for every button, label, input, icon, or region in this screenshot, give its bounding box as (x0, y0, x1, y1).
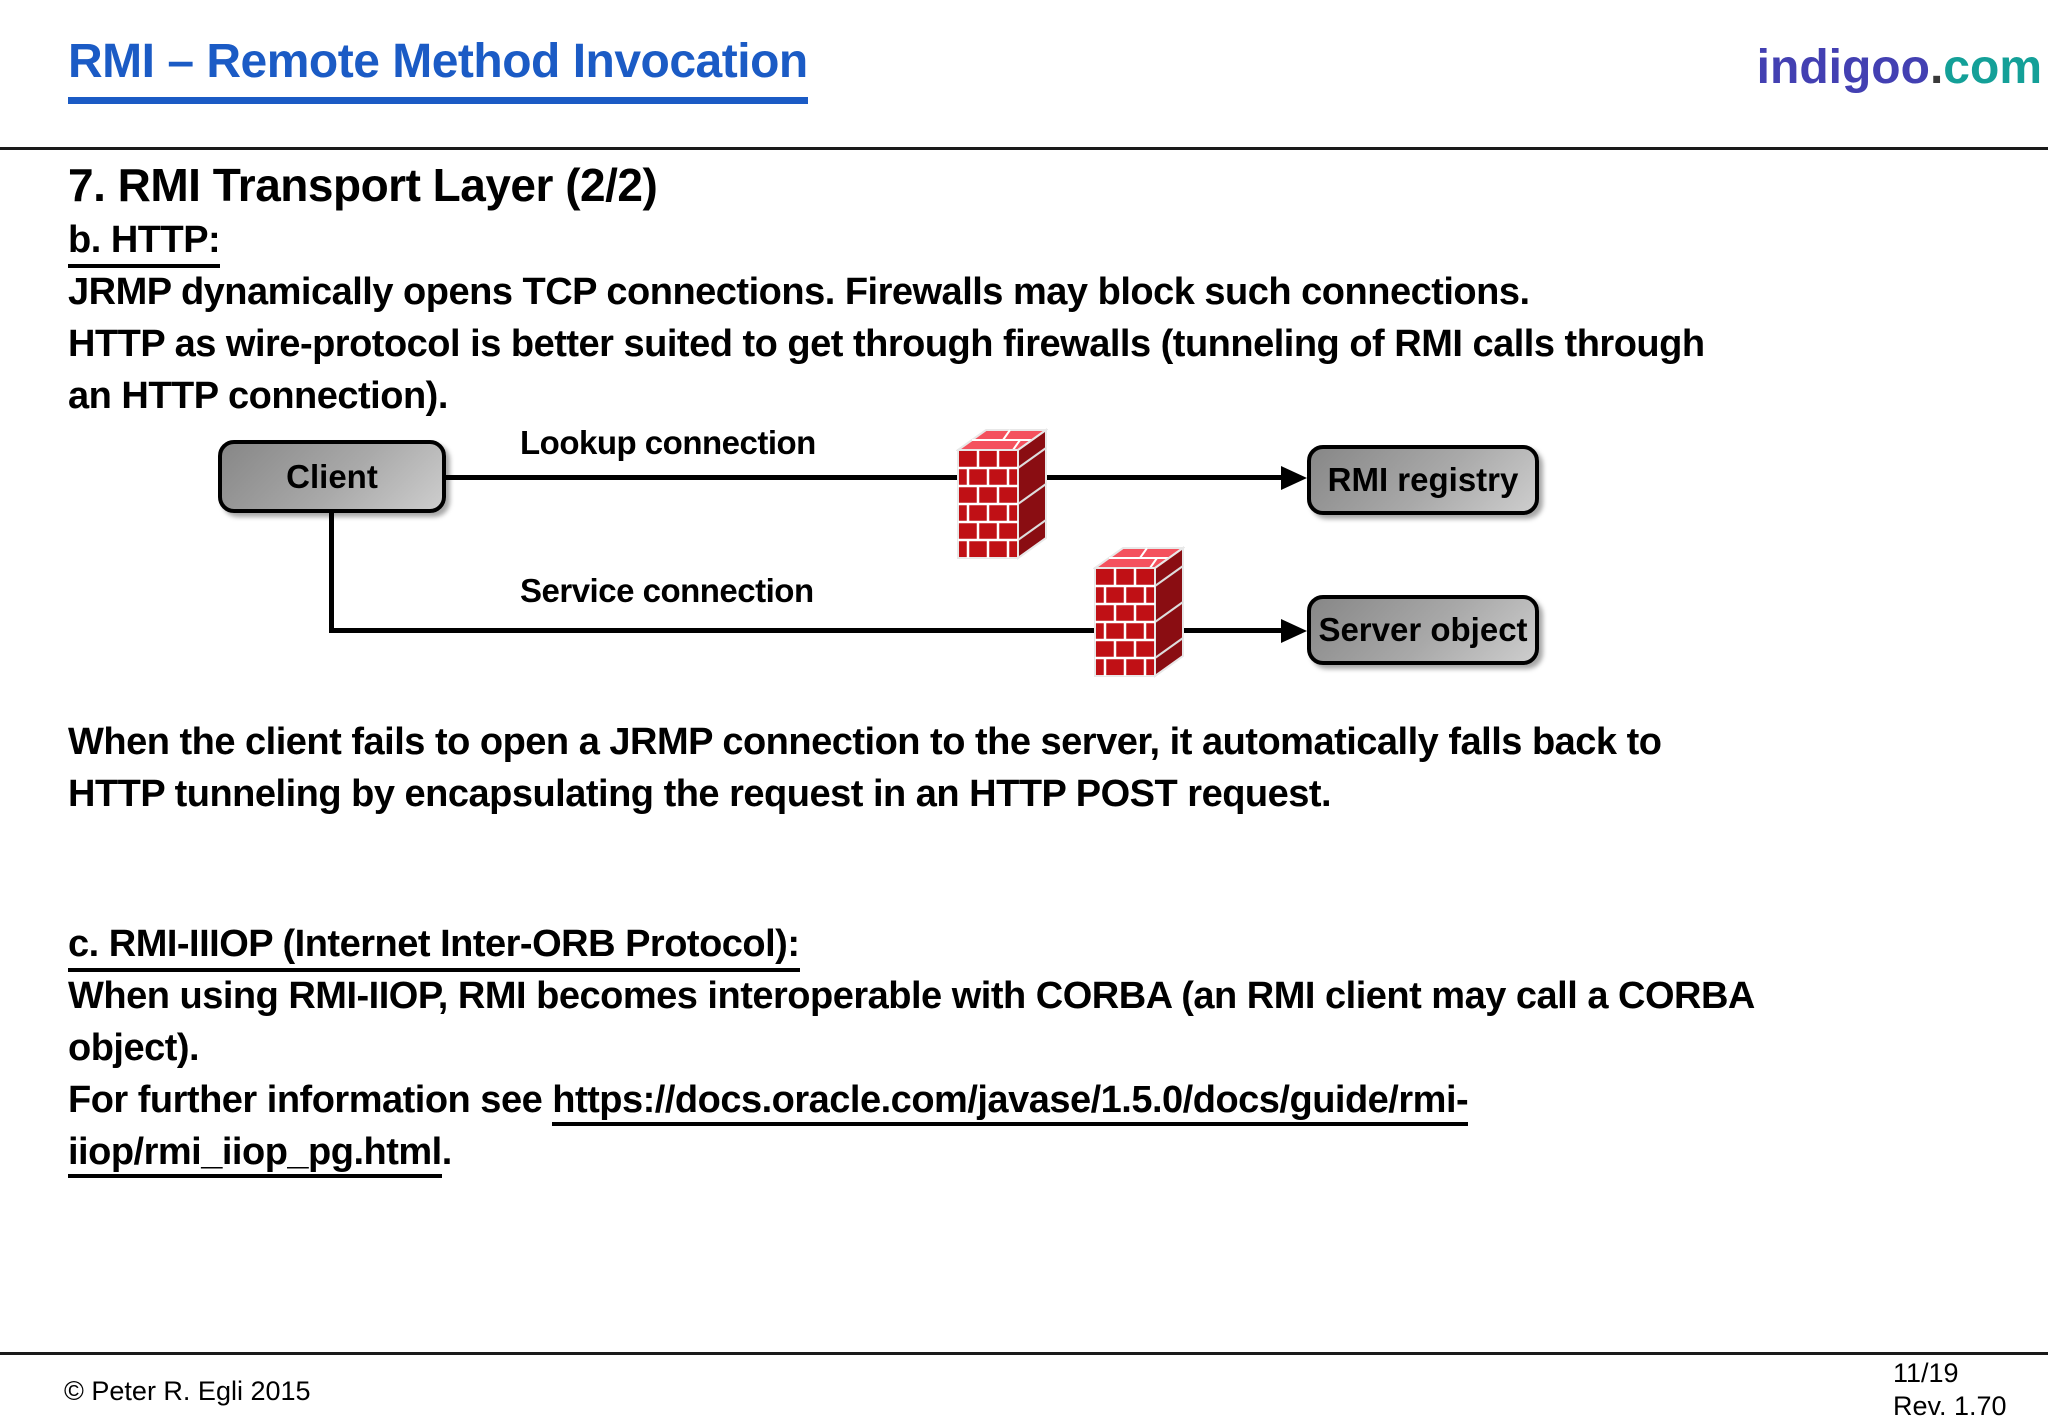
paragraph-line: HTTP as wire-protocol is better suited t… (68, 323, 1705, 365)
further-info-prefix: For further information see (68, 1079, 553, 1121)
rmi-http-tunneling-diagram: Lookup connection Service connection Cli… (0, 420, 2048, 700)
further-info-line: For further information see https://docs… (68, 1074, 1755, 1126)
lookup-connection-label: Lookup connection (520, 424, 816, 461)
section-c-heading: c. RMI-IIIOP (Internet Inter-ORB Protoco… (68, 918, 1755, 972)
paragraph-line: an HTTP connection). (68, 375, 448, 417)
slide-heading: 7. RMI Transport Layer (2/2) (68, 159, 658, 211)
paragraph-fallback: When the client fails to open a JRMP con… (68, 716, 1662, 820)
rmi-registry-node-label: RMI registry (1327, 461, 1519, 498)
revision-number: Rev. 1.70 (1893, 1391, 2007, 1418)
further-info-line2: iiop/rmi_iiop_pg.html. (68, 1126, 1755, 1178)
footer-divider (0, 1352, 2048, 1355)
oracle-docs-link-part1[interactable]: https://docs.oracle.com/javase/1.5.0/doc… (552, 1079, 1469, 1126)
firewall-icon (1091, 546, 1187, 678)
service-connection-label: Service connection (520, 572, 814, 609)
footer-right: 11/19 Rev. 1.70 (1893, 1357, 2007, 1418)
paragraph-line: When using RMI-IIOP, RMI becomes interop… (68, 975, 1755, 1017)
copyright-text: © Peter R. Egli 2015 (64, 1376, 311, 1406)
page-number: 11/19 (1893, 1358, 1959, 1388)
logo-text-dot: . (1929, 41, 1944, 94)
indigoo-logo: indigoo.com (1757, 40, 2042, 95)
section-b-label: b. HTTP: (68, 219, 221, 268)
lookup-connection-line (446, 475, 1284, 480)
server-object-node-label: Server object (1318, 611, 1528, 648)
server-object-node: Server object (1307, 595, 1539, 665)
section-c: c. RMI-IIIOP (Internet Inter-ORB Protoco… (68, 918, 1755, 1178)
section-c-label: c. RMI-IIIOP (Internet Inter-ORB Protoco… (68, 923, 800, 972)
logo-text-indigoo: indigoo (1756, 41, 1930, 94)
paragraph-line: object). (68, 1027, 200, 1069)
rmi-registry-node: RMI registry (1307, 445, 1539, 515)
firewall-icon (954, 428, 1050, 560)
service-connection-line (329, 628, 1284, 633)
client-node: Client (218, 440, 446, 513)
paragraph-line: JRMP dynamically opens TCP connections. … (68, 271, 1530, 313)
header-divider (0, 147, 2048, 150)
oracle-docs-link-part2[interactable]: iiop/rmi_iiop_pg.html (68, 1131, 442, 1178)
arrowhead-to-registry (1281, 466, 1307, 490)
page-title: RMI – Remote Method Invocation (68, 34, 808, 104)
arrowhead-to-server (1281, 619, 1307, 643)
paragraph-line: HTTP tunneling by encapsulating the requ… (68, 773, 1332, 815)
link-suffix: . (441, 1131, 453, 1173)
section-b-heading: b. HTTP: (68, 214, 221, 268)
paragraph-line: When the client fails to open a JRMP con… (68, 721, 1662, 763)
client-down-line (329, 513, 334, 633)
client-node-label: Client (286, 457, 378, 495)
logo-text-com: com (1943, 41, 2042, 94)
paragraph-jrmp: JRMP dynamically opens TCP connections. … (68, 266, 1705, 422)
